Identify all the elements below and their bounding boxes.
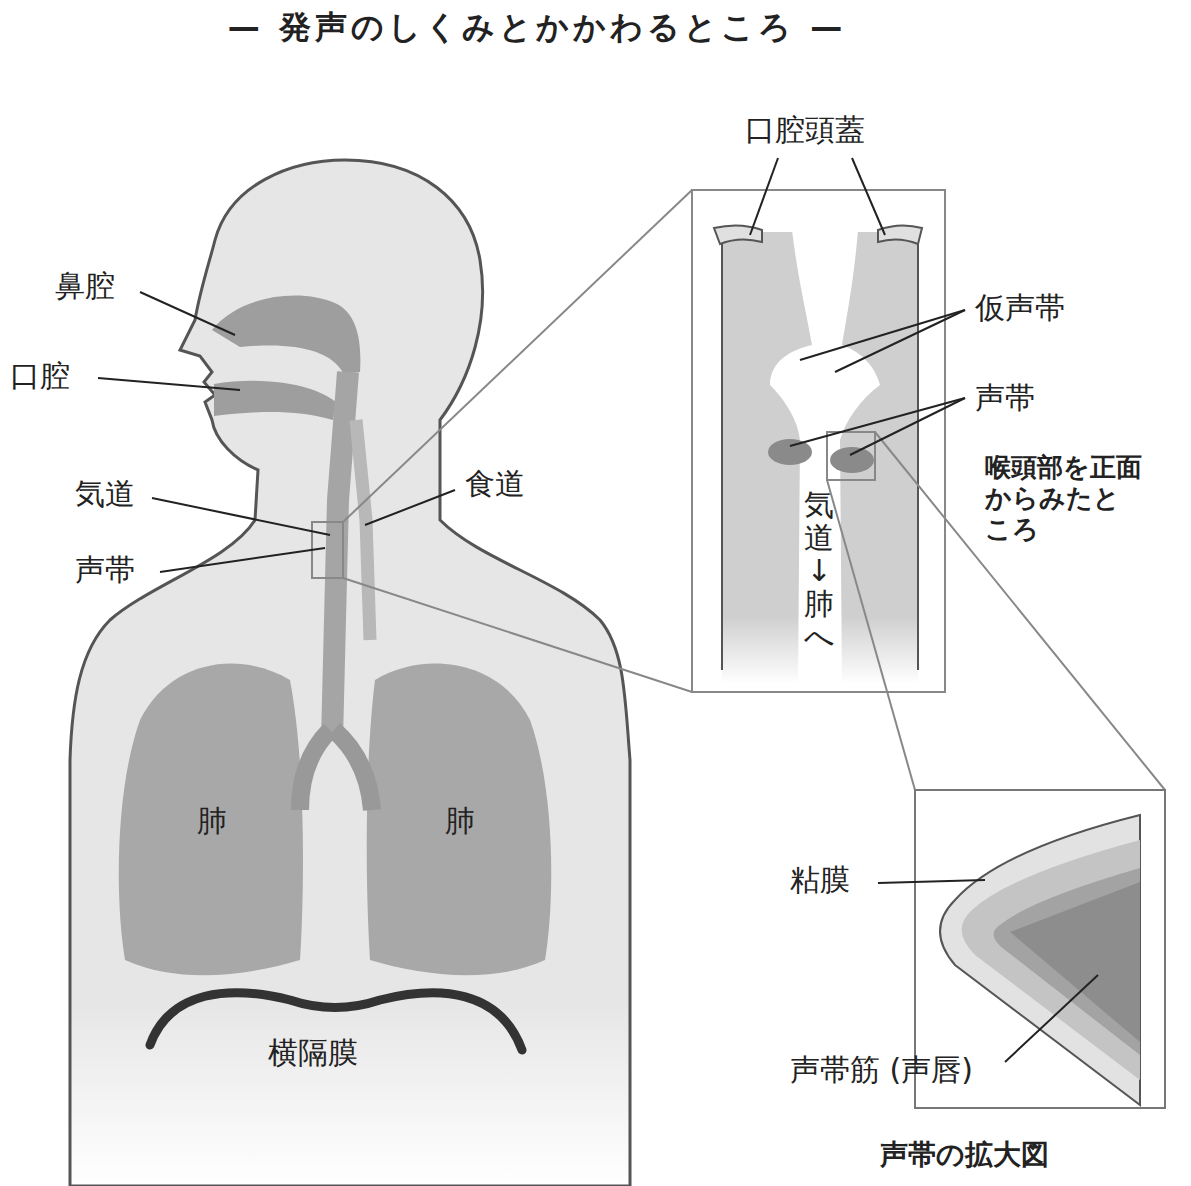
part-label: 粘膜 (790, 862, 850, 898)
part-label: 声帯筋 (声唇) (790, 1052, 973, 1088)
flow-label: 気道↓肺へ (804, 488, 834, 653)
trachea (332, 372, 348, 740)
vocal-fold (830, 447, 874, 473)
part-label: 口腔頭蓋 (745, 112, 865, 148)
vocal-fold (768, 439, 812, 465)
bronchi (300, 730, 372, 810)
zoom-line (343, 578, 692, 692)
part-label: 横隔膜 (268, 1035, 358, 1071)
part-label: 肺 (197, 803, 227, 839)
cap (714, 225, 762, 244)
right-lung (367, 664, 552, 976)
figure-caption: 声帯の拡大図 (880, 1138, 1049, 1172)
view-note: 喉頭部を正面からみたところ (985, 452, 1144, 546)
zoom-marker (827, 432, 875, 480)
part-label: 食道 (465, 466, 525, 502)
part-label: 口腔 (10, 358, 70, 394)
part-label: 声帯 (975, 380, 1035, 416)
vocalis-muscle (1010, 882, 1140, 1042)
left-lung (119, 664, 303, 976)
title: — 発声のしくみとかかわるところ — (0, 8, 1074, 46)
oral-cavity (214, 381, 336, 420)
esophagus (356, 420, 370, 640)
part-label: 鼻腔 (55, 268, 115, 304)
zoom-line (343, 190, 692, 522)
mucosa-layer (962, 840, 1140, 1080)
zoom-line (827, 480, 915, 790)
part-label: 仮声帯 (975, 290, 1065, 326)
zoom-line (875, 432, 1165, 790)
larynx-frame (692, 190, 945, 692)
part-label: 声帯 (75, 552, 135, 588)
muscle-layer (994, 868, 1140, 1055)
body-outline (70, 160, 630, 1186)
part-label: 肺 (445, 803, 475, 839)
part-label: 気道 (75, 476, 135, 512)
leader-lines (98, 158, 1098, 1062)
